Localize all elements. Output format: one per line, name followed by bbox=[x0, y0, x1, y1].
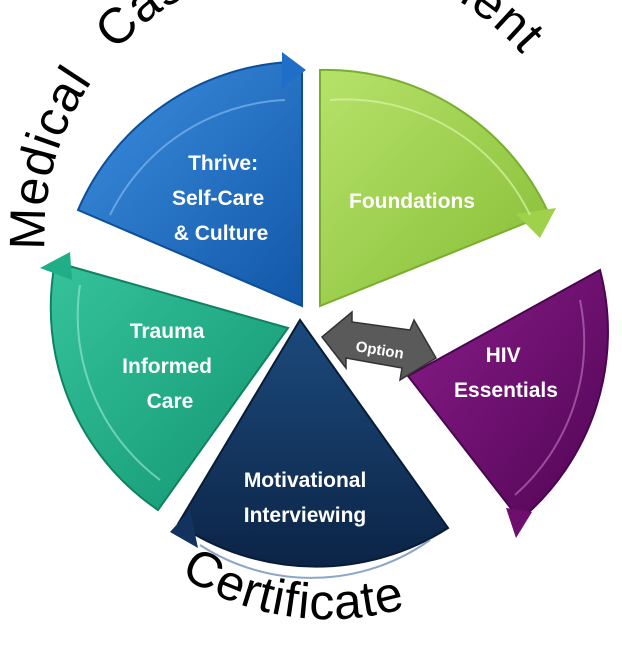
segment-hiv-shape bbox=[406, 268, 609, 522]
label-hiv: HIV Essentials bbox=[454, 344, 558, 402]
arrowhead-trauma-icon bbox=[40, 252, 72, 280]
label-thrive-line1: Thrive: bbox=[188, 152, 258, 175]
segment-hiv-highlight bbox=[514, 299, 586, 496]
label-trauma-line3: Care bbox=[147, 390, 194, 413]
segment-foundations-shape bbox=[319, 68, 550, 308]
label-trauma-line1: Trauma bbox=[130, 320, 205, 343]
segment-thrive bbox=[76, 52, 306, 308]
arrowhead-foundations-icon bbox=[516, 208, 556, 238]
segment-thrive-highlight bbox=[109, 99, 286, 216]
label-hiv-line1: HIV bbox=[486, 344, 521, 367]
segment-motivational-highlight bbox=[199, 539, 431, 579]
segment-foundations-highlight bbox=[329, 98, 531, 216]
segment-trauma-highlight bbox=[76, 284, 161, 481]
label-foundations: Foundations bbox=[349, 190, 475, 213]
label-thrive-line2: Self-Care bbox=[172, 187, 264, 210]
segment-motivational-shape bbox=[176, 318, 450, 568]
label-trauma: Trauma Informed Care bbox=[122, 320, 218, 413]
segment-trauma-shape bbox=[49, 260, 290, 512]
segment-hiv bbox=[406, 268, 609, 538]
title-word-medical: Medical bbox=[0, 56, 102, 251]
arrowhead-hiv-icon bbox=[506, 508, 532, 538]
label-motivational-line2: Interviewing bbox=[244, 504, 367, 527]
option-arrow: Option bbox=[320, 310, 438, 382]
label-thrive: Thrive: Self-Care & Culture bbox=[172, 152, 270, 245]
segment-foundations bbox=[319, 68, 556, 308]
segment-trauma bbox=[40, 252, 290, 512]
option-arrow-icon bbox=[320, 310, 438, 382]
segment-motivational bbox=[170, 318, 450, 579]
label-hiv-line2: Essentials bbox=[454, 379, 558, 402]
label-motivational-line1: Motivational bbox=[244, 469, 367, 492]
arrowhead-thrive-icon bbox=[282, 52, 306, 88]
label-foundations-line1: Foundations bbox=[349, 190, 475, 213]
title-word-management: Management bbox=[241, 0, 556, 63]
label-thrive-line3: & Culture bbox=[174, 222, 269, 245]
label-motivational: Motivational Interviewing bbox=[244, 469, 372, 527]
title-word-case: Case bbox=[84, 0, 218, 59]
arrowhead-motivational-icon bbox=[170, 510, 198, 548]
label-trauma-line2: Informed bbox=[122, 355, 212, 378]
segment-thrive-shape bbox=[76, 60, 303, 308]
